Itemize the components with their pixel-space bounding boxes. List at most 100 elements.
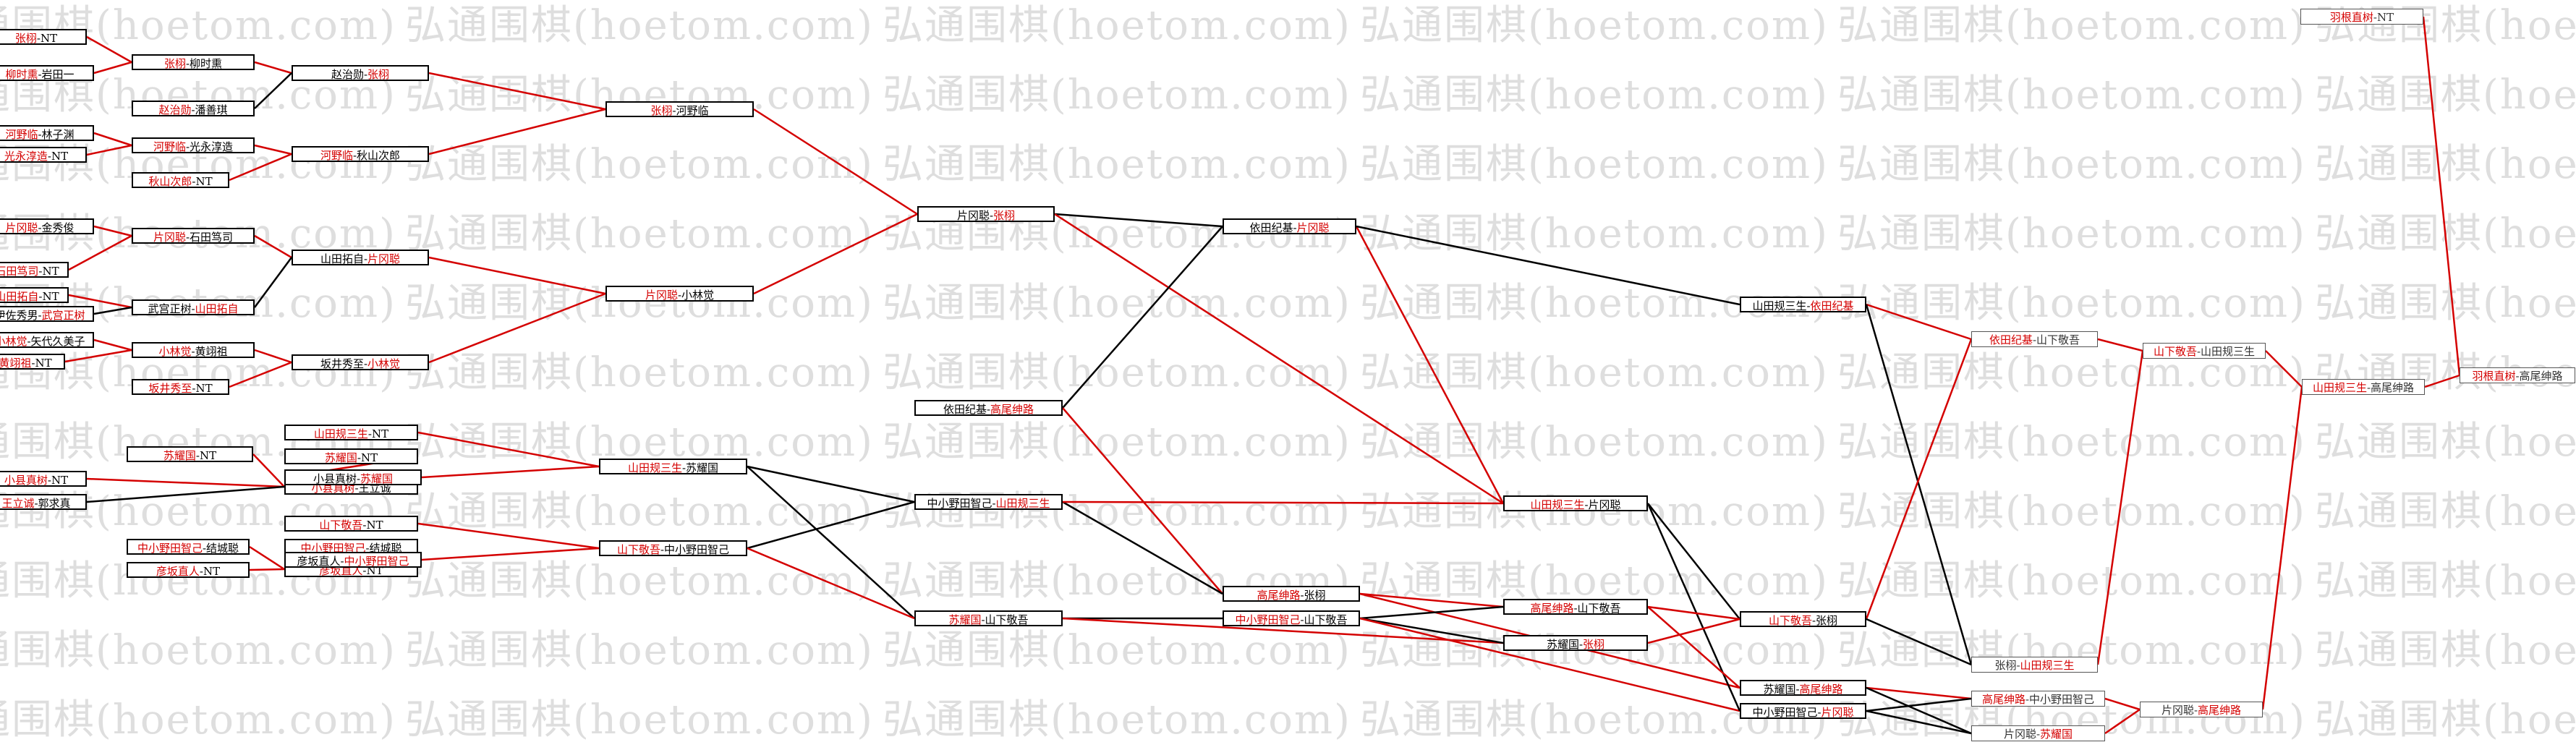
player-a: 苏耀国: [163, 449, 196, 462]
bracket-link: [1062, 500, 1504, 505]
bracket-link: [68, 234, 132, 271]
vs-separator: -: [2032, 333, 2037, 346]
vs-separator: -: [192, 382, 196, 395]
vs-separator: -: [367, 427, 372, 440]
player-a: 石田笃司: [0, 265, 39, 278]
bracket-link: [421, 465, 600, 479]
player-a: 山田拓自: [0, 290, 39, 303]
player-b: NT: [203, 565, 221, 578]
player-a: 苏耀国: [1546, 638, 1579, 651]
bracket-link: [2104, 708, 2141, 735]
player-a: 王立诚: [1, 497, 35, 510]
player-a: 山田规三生: [2312, 381, 2367, 394]
player-b: 武宫正树: [41, 309, 85, 322]
player-a: 小县真树: [4, 474, 48, 487]
match-box: 小林觉-黄翊祖: [132, 342, 255, 358]
match-box: 柳时熏-岩田一: [0, 65, 94, 81]
player-a: 依田纪基: [1249, 221, 1293, 234]
vs-separator: -: [2025, 693, 2030, 706]
vs-separator: -: [672, 104, 676, 117]
bracket-link: [1359, 592, 1504, 608]
bracket-link: [1054, 213, 1223, 228]
player-a: 河野临: [153, 140, 186, 153]
bracket-link: [428, 256, 606, 295]
player-b: NT: [195, 175, 213, 188]
match-box: 小林觉-矢代久美子: [0, 332, 94, 348]
player-a: 彦坂直人: [156, 565, 200, 578]
vs-separator: -: [1578, 638, 1584, 651]
vs-separator: -: [38, 128, 42, 141]
player-b: 光永淳造: [190, 140, 234, 153]
player-b: 金秀俊: [41, 221, 75, 234]
vs-separator: -: [356, 472, 361, 485]
player-b: 片冈聪: [1588, 498, 1621, 511]
player-b: 中小野田智己: [2029, 693, 2095, 706]
match-box: 山下敬吾-中小野田智己: [599, 540, 747, 556]
bracket-link: [86, 144, 132, 156]
player-b: 柳时熏: [190, 57, 223, 70]
vs-separator: -: [185, 140, 190, 153]
match-box: 赵治勋-潘善琪: [132, 101, 255, 116]
player-b: NT: [40, 32, 58, 45]
match-box: 依田纪基-片冈聪: [1223, 218, 1356, 234]
player-b: 片冈聪: [1821, 706, 1854, 719]
player-a: 片冈聪: [645, 289, 678, 302]
bracket-link: [417, 431, 600, 468]
match-box: 武宫正树-山田拓自: [132, 299, 255, 315]
bracket-link: [1647, 606, 1740, 689]
bracket-link: [428, 108, 606, 155]
bracket-link: [1866, 686, 1972, 735]
player-a: 山田规三生: [1752, 299, 1807, 312]
bracket-link: [93, 61, 132, 74]
player-b: NT: [42, 290, 59, 303]
vs-separator: -: [2196, 345, 2201, 358]
player-b: 张栩: [993, 209, 1016, 222]
player-b: 结城聪: [206, 542, 239, 555]
bracket-link: [421, 547, 600, 561]
vs-separator: -: [362, 519, 367, 532]
match-box: 苏耀国-NT: [284, 448, 418, 464]
vs-separator: -: [365, 542, 370, 555]
match-box: 伊佐秀男-武宫正树: [0, 306, 94, 322]
bracket-link: [1866, 303, 1972, 341]
player-a: 山田规三生: [627, 461, 682, 474]
vs-separator: -: [38, 68, 42, 81]
bracket-link: [249, 568, 285, 571]
player-b: NT: [371, 427, 389, 440]
player-a: 依田纪基: [1989, 333, 2033, 346]
player-b: 高尾绅路: [2371, 381, 2415, 394]
player-a: 彦坂直人: [297, 555, 341, 568]
player-b: 岩田一: [41, 68, 75, 81]
vs-separator: -: [1811, 614, 1816, 627]
player-b: 依田纪基: [1810, 299, 1854, 312]
vs-separator: -: [2193, 704, 2198, 717]
vs-separator: -: [38, 309, 42, 322]
player-a: 山下敬吾: [319, 519, 363, 532]
bracket-link: [2261, 386, 2303, 710]
bracket-link: [1359, 605, 1504, 620]
player-a: 光永淳造: [4, 150, 48, 163]
bracket-link: [2265, 350, 2303, 388]
bracket-link: [1866, 709, 1972, 735]
bracket-link: [428, 292, 606, 364]
player-a: 苏耀国: [324, 451, 357, 464]
bracket-link: [229, 153, 292, 182]
vs-separator: -: [185, 231, 190, 244]
match-box: 石田笃司-NT: [0, 262, 69, 278]
match-box: 山田规三生-苏耀国: [599, 459, 747, 474]
player-b: 高尾绅路: [1799, 683, 1843, 696]
player-a: 柳时熏: [5, 68, 38, 81]
match-box: 山下敬吾-山田规三生: [2143, 343, 2266, 359]
player-a: 片冈聪: [956, 209, 990, 222]
player-a: 张栩: [163, 57, 186, 70]
match-box: 张栩-NT: [0, 29, 87, 45]
vs-separator: -: [1817, 706, 1822, 719]
bracket-link: [1356, 225, 1740, 306]
bracket-link: [254, 61, 292, 74]
player-b: 小林觉: [681, 289, 715, 302]
player-a: 伊佐秀男: [0, 309, 38, 322]
match-box: 张栩-河野临: [605, 101, 754, 117]
player-a: 羽根直树: [2329, 11, 2373, 24]
bracket-link: [1647, 503, 1740, 620]
player-b: NT: [366, 519, 383, 532]
